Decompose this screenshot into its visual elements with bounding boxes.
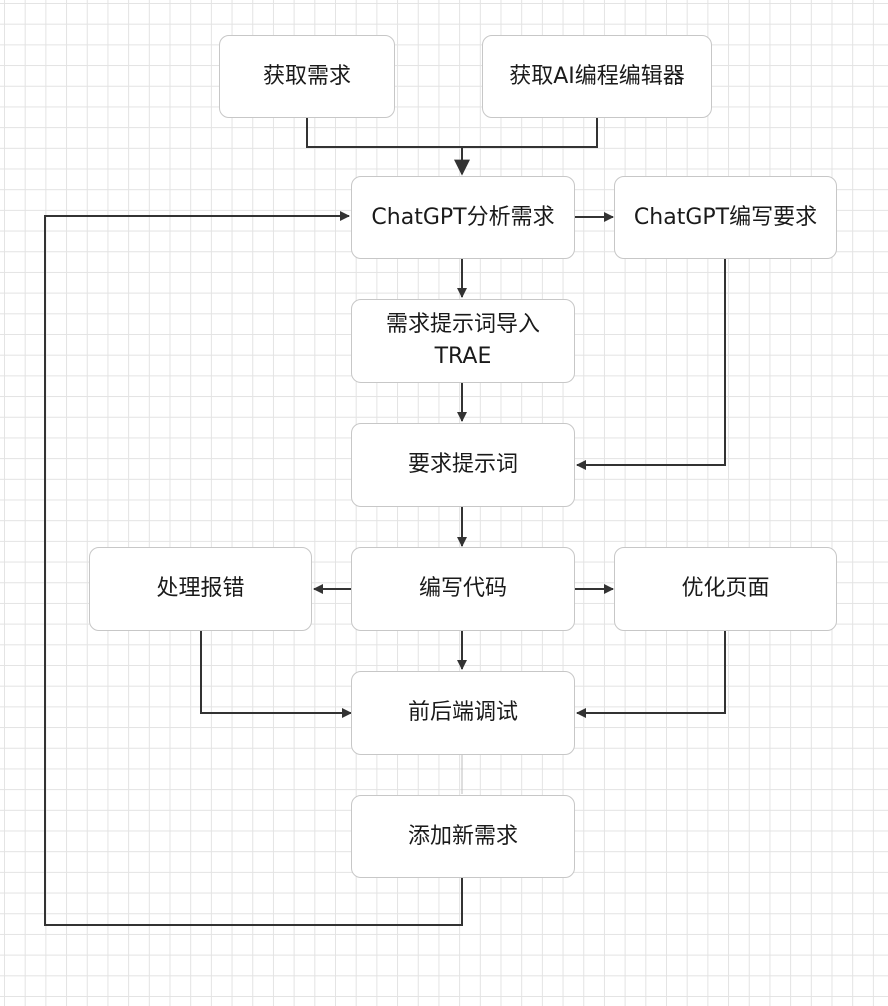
node-import-prompt: 需求提示词导入 TRAE [351,299,575,383]
node-write-code: 编写代码 [351,547,575,631]
node-get-requirements: 获取需求 [219,35,395,118]
node-handle-errors: 处理报错 [89,547,312,631]
node-import-prompt-label-line1: 需求提示词导入 [385,312,540,337]
node-import-prompt-label-line2: TRAE [434,344,492,369]
node-get-ai-editor: 获取AI编程编辑器 [482,35,712,118]
node-write-code-label: 编写代码 [418,576,507,601]
node-debug-label: 前后端调试 [407,700,518,725]
node-get-ai-editor-label: 获取AI编程编辑器 [509,63,685,89]
node-optimize-page: 优化页面 [614,547,837,631]
node-requirement-prompt: 要求提示词 [351,423,575,507]
node-chatgpt-write: ChatGPT编写要求 [614,176,837,259]
connector-write-to-requirement-prompt [576,259,726,470]
node-debug: 前后端调试 [351,671,575,755]
node-requirement-prompt-label: 要求提示词 [407,452,518,477]
node-optimize-page-label: 优化页面 [681,576,770,601]
connector-handle-errors-to-debug [200,631,352,718]
node-get-requirements-label: 获取需求 [262,63,351,89]
node-chatgpt-write-label: ChatGPT编写要求 [633,204,818,230]
connector-optimize-to-debug [576,631,726,718]
node-add-requirement-label: 添加新需求 [407,823,518,849]
connector-add-requirement-loop [44,211,463,926]
node-add-requirement: 添加新需求 [351,795,575,878]
node-chatgpt-analyze: ChatGPT分析需求 [351,176,575,259]
node-chatgpt-analyze-label: ChatGPT分析需求 [371,204,555,230]
node-handle-errors-label: 处理报错 [156,576,245,601]
connector-get-requirements-merge [306,118,598,148]
